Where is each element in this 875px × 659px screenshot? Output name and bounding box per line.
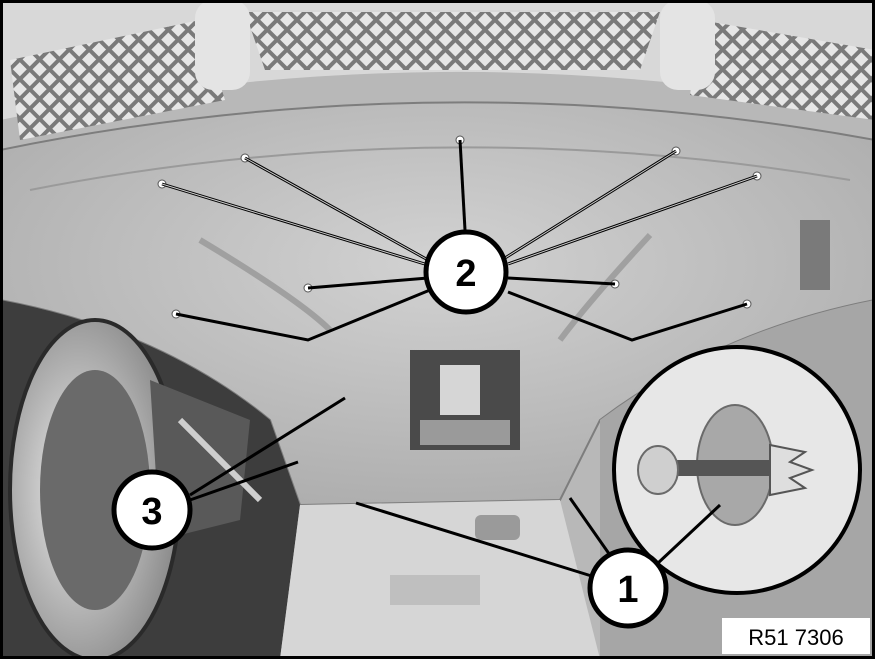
callout-1-label: 1 [617,569,638,611]
left-grille [10,20,225,140]
callout-3: 3 [111,469,193,551]
right-grille [690,20,873,120]
callout-3-label: 3 [141,491,162,533]
center-grille [245,12,660,70]
callout-2: 2 [423,229,509,315]
leader-lines-1 [355,497,614,580]
callout-1: 1 [587,547,669,629]
clip-head [637,445,679,495]
front-bumper [2,2,873,140]
figure-reference: R51 7306 [748,625,843,650]
figure-reference-box: R51 7306 [722,618,870,654]
callout-2-label: 2 [455,253,476,295]
leader-lines-3 [189,396,346,502]
clip-detail-inset [612,345,862,595]
clip-pin [665,460,775,476]
